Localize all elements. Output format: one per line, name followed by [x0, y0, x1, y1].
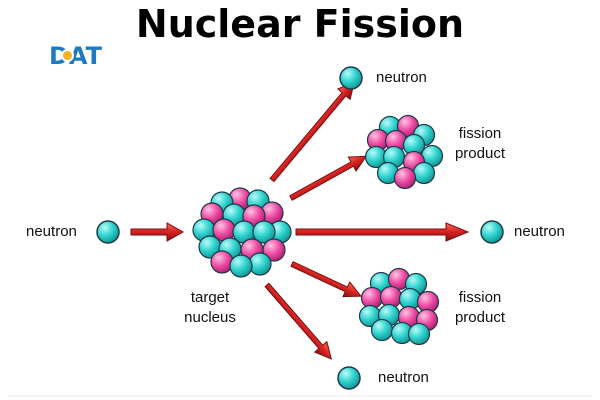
target-nucleus-cluster: [192, 187, 292, 278]
label-target-nucleus: target nucleus: [184, 289, 236, 326]
arrow-to-fission-bottom: [290, 261, 362, 298]
neutron-bottom-particle: [337, 366, 361, 390]
arrows: [130, 81, 470, 360]
fission-product-top-cluster: [364, 114, 444, 190]
neutron-top-particle: [339, 66, 363, 90]
arrow-incoming: [130, 222, 185, 242]
label-fission-product-bottom: fission product: [454, 289, 506, 326]
arrow-to-neutron-bottom: [264, 282, 333, 360]
label-incoming-neutron: neutron: [26, 223, 77, 240]
logo-text: DAT: [49, 42, 103, 70]
label-neutron-top: neutron: [376, 69, 427, 86]
neutron-right-particle: [480, 220, 504, 244]
label-neutron-right: neutron: [514, 223, 565, 240]
label-neutron-bottom: neutron: [378, 369, 429, 386]
dat-logo: DAT: [49, 42, 102, 70]
arrow-to-neutron-right: [295, 222, 470, 242]
free-neutrons: [96, 66, 504, 390]
label-fission-product-top: fission product: [454, 125, 506, 162]
logo-accent-dot: [61, 49, 74, 62]
page-title: Nuclear Fission: [135, 2, 465, 46]
incoming-neutron-particle: [96, 220, 120, 244]
fission-product-bottom-cluster: [358, 267, 440, 346]
arrow-to-fission-top: [289, 155, 368, 201]
arrow-to-neutron-top: [269, 81, 355, 183]
